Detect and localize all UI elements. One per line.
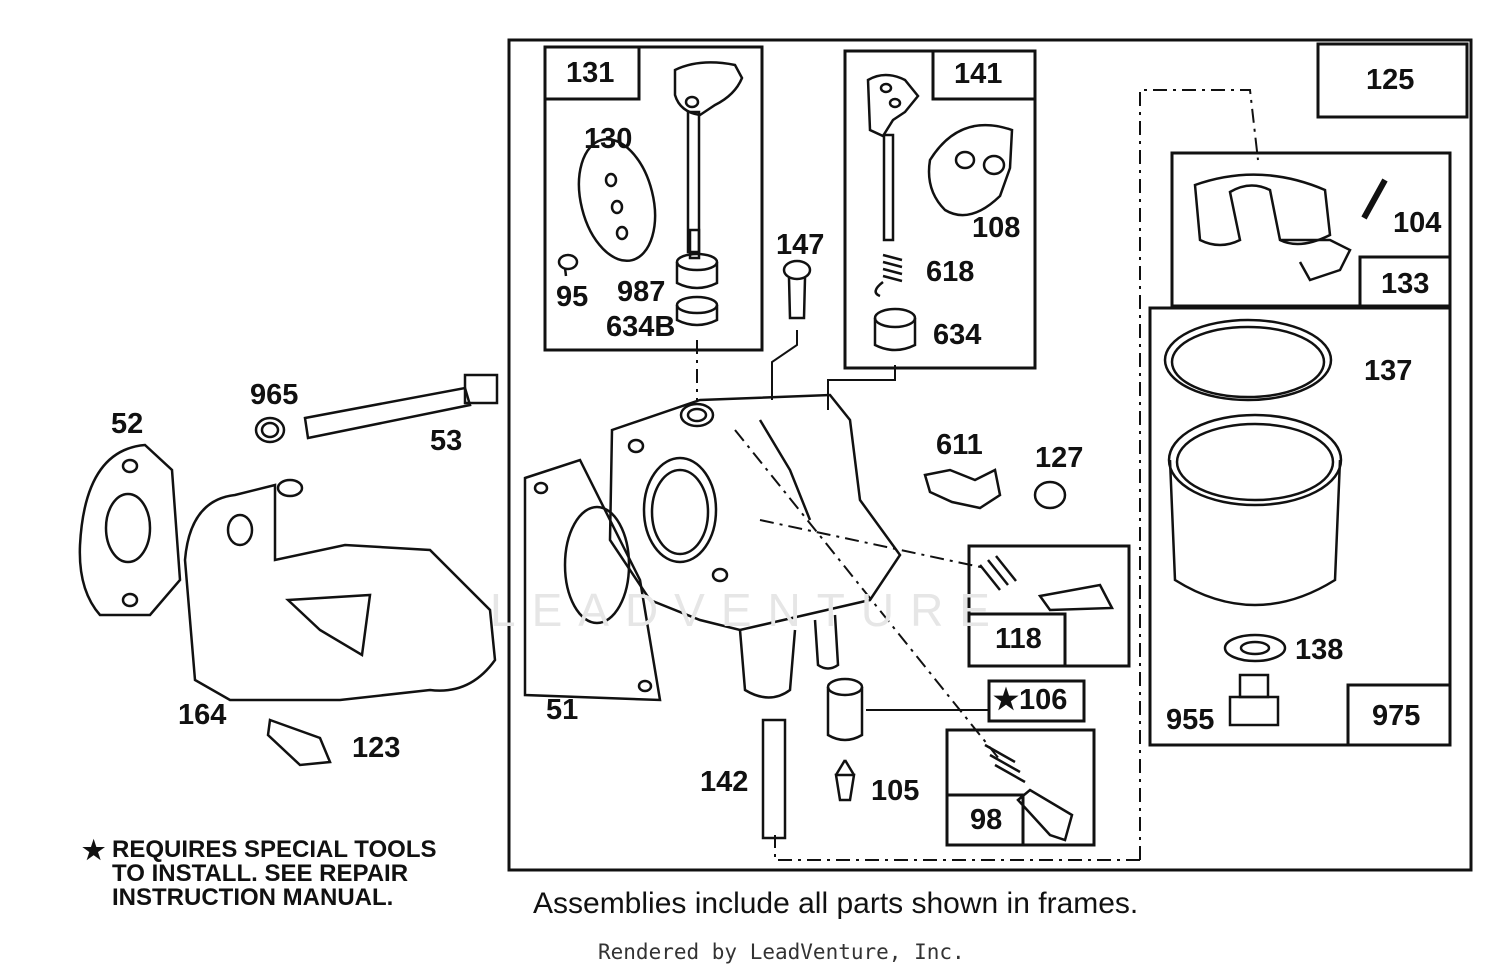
special-tools-note: ★ REQUIRES SPECIAL TOOLS TO INSTALL. SEE… [82, 835, 437, 911]
label-142: 142 [700, 766, 749, 798]
label-131: 131 [566, 57, 615, 89]
label-106: ★106 [993, 684, 1068, 716]
label-164: 164 [178, 699, 227, 731]
label-965: 965 [250, 379, 299, 411]
label-975: 975 [1372, 700, 1421, 732]
label-118: 118 [995, 623, 1042, 655]
label-138: 138 [1295, 634, 1344, 666]
label-98: 98 [970, 804, 1003, 836]
label-108: 108 [972, 212, 1021, 244]
rendered-by-footer: Rendered by LeadVenture, Inc. [598, 940, 965, 964]
label-104: 104 [1393, 207, 1442, 239]
label-634: 634 [933, 319, 982, 351]
carburetor-assembly-frame [507, 38, 1473, 872]
label-137: 137 [1364, 355, 1413, 387]
note-line-2: TO INSTALL. SEE REPAIR [112, 860, 409, 887]
label-130: 130 [584, 123, 633, 155]
label-125: 125 [1366, 64, 1415, 96]
label-123: 123 [352, 732, 401, 764]
label-51: 51 [546, 694, 579, 726]
label-611: 611 [936, 429, 983, 461]
label-133: 133 [1381, 268, 1430, 300]
label-618: 618 [926, 256, 975, 288]
label-95: 95 [556, 281, 589, 313]
frame-975 [1148, 306, 1452, 747]
star-icon: ★ [82, 835, 106, 865]
label-52: 52 [111, 408, 144, 440]
frame-131 [543, 45, 764, 352]
frame-106 [987, 679, 1086, 723]
label-955: 955 [1166, 704, 1215, 736]
assemblies-caption: Assemblies include all parts shown in fr… [533, 887, 1139, 920]
watermark: LEADVENTURE [490, 584, 1006, 636]
label-141: 141 [954, 58, 1003, 90]
label-634b: 634B [606, 311, 676, 343]
note-line-3: INSTRUCTION MANUAL. [112, 884, 394, 911]
label-987: 987 [617, 276, 666, 308]
label-105: 105 [871, 775, 920, 807]
label-147: 147 [776, 229, 825, 261]
label-53: 53 [430, 425, 463, 457]
frame-125 [1316, 42, 1469, 119]
note-line-1: REQUIRES SPECIAL TOOLS [112, 836, 437, 863]
frame-133 [1170, 151, 1452, 308]
label-127: 127 [1035, 442, 1084, 474]
